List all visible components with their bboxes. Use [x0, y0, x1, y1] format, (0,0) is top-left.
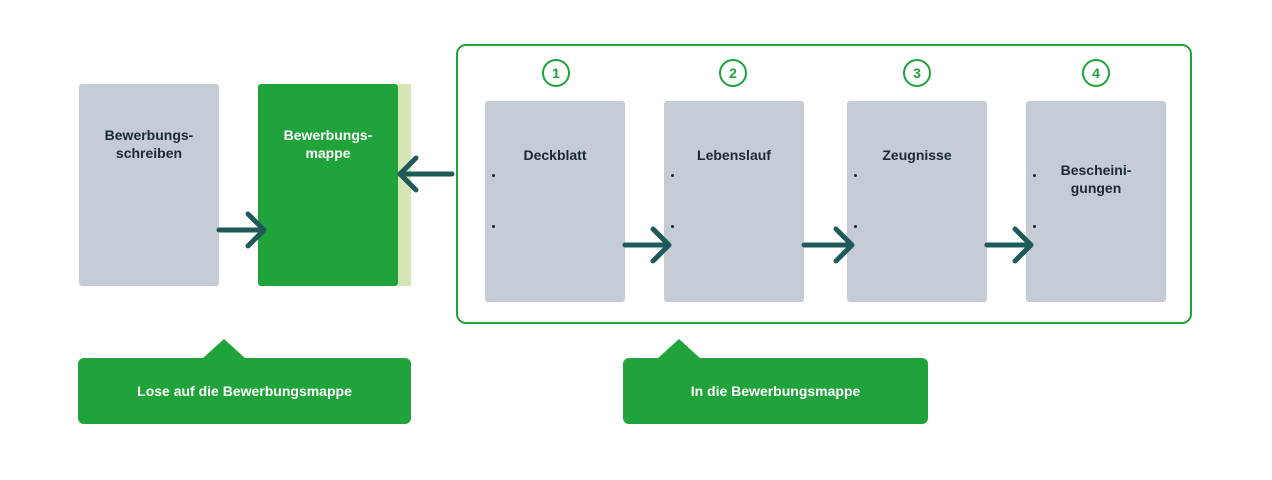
- step-number-3: 3: [903, 59, 931, 87]
- arrow-left-icon: [397, 155, 455, 193]
- step-number-4: 4: [1082, 59, 1110, 87]
- bullet-dot: [671, 174, 674, 177]
- card-title: Zeugnisse: [882, 147, 952, 163]
- card-zeugnisse: Zeugnisse: [847, 101, 987, 302]
- card-title: Bewerbungs- schreiben: [104, 127, 194, 161]
- card-title: Bewerbungs- mappe: [283, 127, 373, 161]
- card-title: Bescheini- gungen: [1060, 162, 1132, 196]
- step-number-2: 2: [719, 59, 747, 87]
- folder-back-sheet: [398, 84, 411, 286]
- bullet-dot: [492, 174, 495, 177]
- arrow-right-icon: [984, 226, 1034, 264]
- card-bescheinigungen: Bescheini- gungen: [1026, 101, 1166, 302]
- callout-label: In die Bewerbungsmappe: [690, 383, 861, 399]
- card-deckblatt: Deckblatt: [485, 101, 625, 302]
- callout-pointer: [202, 339, 246, 359]
- bullet-dot: [1033, 225, 1036, 228]
- card-title: Lebenslauf: [697, 147, 771, 163]
- arrow-right-icon: [622, 226, 672, 264]
- card-bewerbungsmappe: Bewerbungs- mappe: [258, 84, 398, 286]
- callout-pointer: [657, 339, 701, 359]
- bullet-dot: [854, 174, 857, 177]
- arrow-right-icon: [216, 211, 267, 249]
- card-bewerbungsschreiben: Bewerbungs- schreiben: [79, 84, 219, 286]
- card-title: Deckblatt: [523, 147, 587, 163]
- card-lebenslauf: Lebenslauf: [664, 101, 804, 302]
- callout-in: In die Bewerbungsmappe: [623, 339, 928, 424]
- arrow-right-icon: [801, 226, 855, 264]
- callout-lose: Lose auf die Bewerbungsmappe: [78, 339, 411, 424]
- bullet-dot: [492, 225, 495, 228]
- documents-frame: [456, 44, 1192, 324]
- callout-label: Lose auf die Bewerbungsmappe: [137, 383, 352, 399]
- bullet-dot: [1033, 174, 1036, 177]
- step-number-1: 1: [542, 59, 570, 87]
- bullet-dot: [671, 225, 674, 228]
- bullet-dot: [854, 225, 857, 228]
